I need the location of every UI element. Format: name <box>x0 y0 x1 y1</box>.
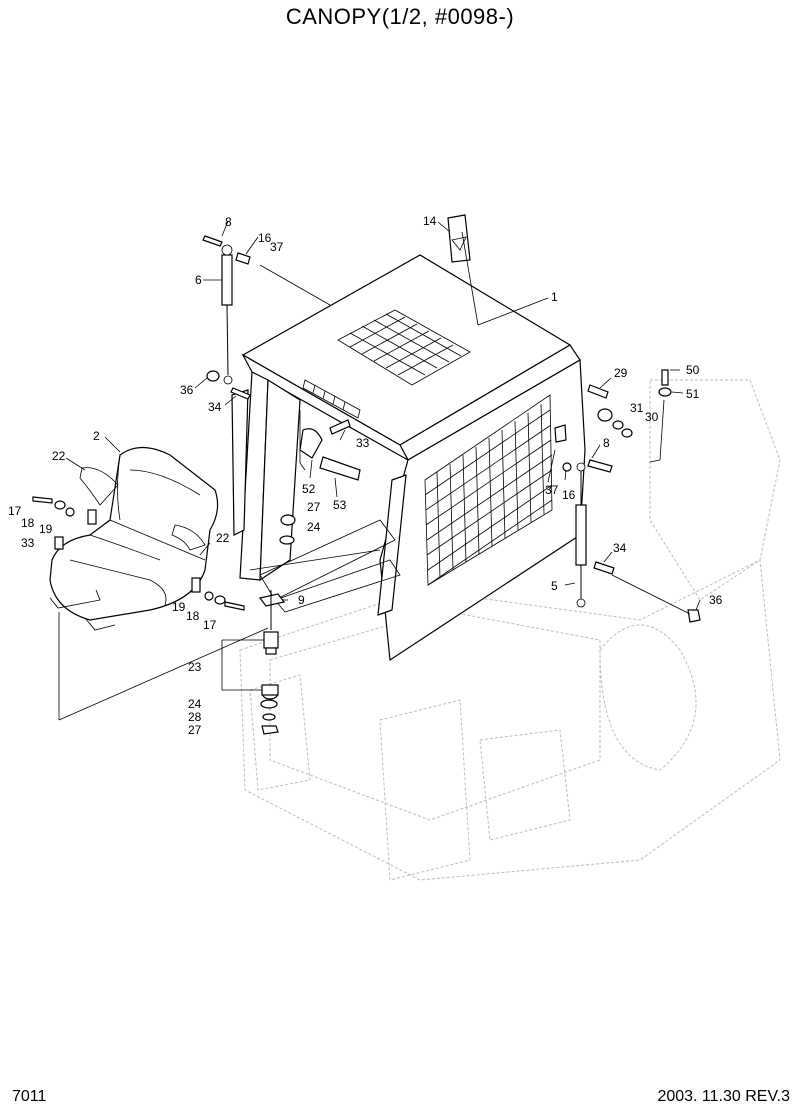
callout-34: 34 <box>613 541 627 555</box>
callout-8: 8 <box>603 436 610 450</box>
roof-grid <box>337 309 471 386</box>
callout-17: 17 <box>203 618 217 632</box>
callout-27: 27 <box>188 723 202 737</box>
callout-31: 31 <box>630 401 644 415</box>
canopy-floor <box>259 519 401 613</box>
callout-16: 16 <box>258 231 272 245</box>
leader-lines <box>58 220 701 721</box>
callout-30: 30 <box>645 410 659 424</box>
canopy-roof <box>241 254 581 462</box>
callout-36: 36 <box>709 593 723 607</box>
seat-belt-part <box>79 467 206 593</box>
revision-date: 2003. 11.30 REV.3 <box>657 1088 790 1105</box>
callout-16: 16 <box>562 488 576 502</box>
callout-19: 19 <box>172 600 186 614</box>
callout-2: 2 <box>93 429 100 443</box>
callout-29: 29 <box>614 366 628 380</box>
callout-14: 14 <box>423 214 437 228</box>
seat-part <box>49 446 219 631</box>
callout-17: 17 <box>8 504 22 518</box>
callout-22: 22 <box>52 449 66 463</box>
callout-6: 6 <box>195 273 202 287</box>
callout-9: 9 <box>298 593 305 607</box>
callout-34: 34 <box>208 400 222 414</box>
callout-37: 37 <box>270 240 284 254</box>
callout-53: 53 <box>333 498 347 512</box>
callout-23: 23 <box>188 660 202 674</box>
warning-label-part <box>447 214 471 263</box>
canopy-left-pillar <box>231 371 407 616</box>
callout-27: 27 <box>307 500 321 514</box>
callout-24: 24 <box>188 697 202 711</box>
callout-24: 24 <box>307 520 321 534</box>
callout-36: 36 <box>180 383 194 397</box>
callout-50: 50 <box>686 363 700 377</box>
callout-5: 5 <box>551 579 558 593</box>
callout-1: 1 <box>551 290 558 304</box>
callout-37: 37 <box>545 483 559 497</box>
callout-52: 52 <box>302 482 316 496</box>
callout-51: 51 <box>686 387 700 401</box>
callout-33: 33 <box>356 436 370 450</box>
callout-8: 8 <box>225 215 232 229</box>
callout-22: 22 <box>216 531 230 545</box>
callout-33: 33 <box>21 536 35 550</box>
callout-18: 18 <box>186 609 200 623</box>
callout-18: 18 <box>21 516 35 530</box>
callout-19: 19 <box>39 522 53 536</box>
gas-spring-left <box>202 235 251 385</box>
callout-labels: 8 16 37 6 14 1 36 34 2 22 33 52 53 17 18… <box>8 214 723 737</box>
page-code: 7011 <box>12 1088 47 1105</box>
front-slots <box>302 379 361 419</box>
callout-28: 28 <box>188 710 202 724</box>
page-title: CANOPY(1/2, #0098-) <box>285 4 515 29</box>
gas-spring-right <box>575 462 587 608</box>
mount-hardware <box>258 514 296 735</box>
fasteners <box>32 369 701 623</box>
